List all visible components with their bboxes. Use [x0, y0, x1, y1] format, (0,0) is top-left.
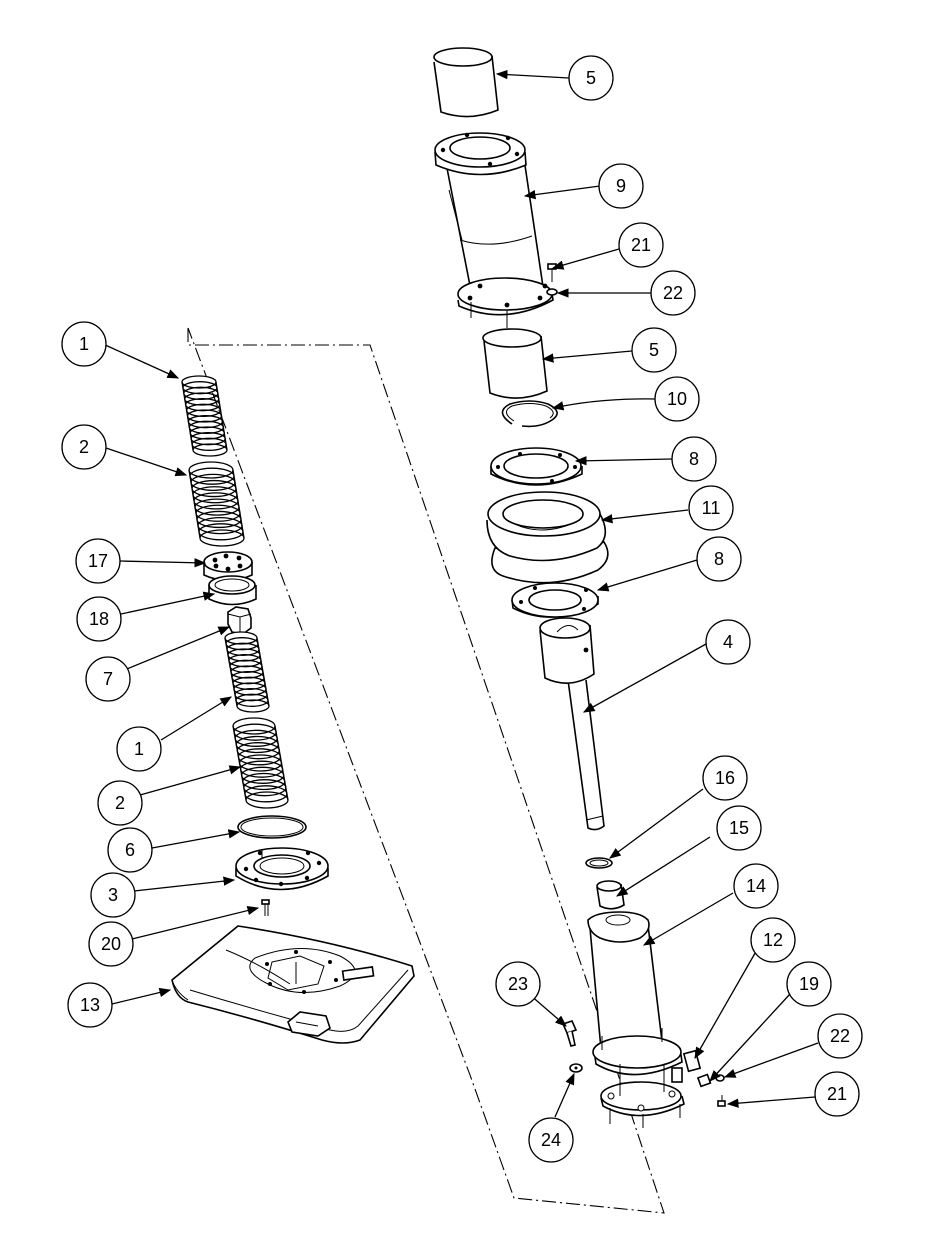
svg-text:5: 5: [649, 340, 659, 360]
callout-18: 18: [76, 596, 122, 642]
callout-22-lower: 22: [817, 1013, 863, 1059]
ring-part-18: [208, 575, 257, 606]
callout-1-upper: 1: [61, 321, 107, 367]
callout-8-lower: 8: [696, 536, 742, 582]
callout-9: 9: [598, 163, 644, 209]
plate-part-8-lower: [511, 582, 599, 618]
callout-20: 20: [88, 921, 134, 967]
upper-spring-2: [188, 461, 245, 547]
callout-19: 19: [786, 961, 832, 1007]
svg-text:13: 13: [80, 995, 100, 1015]
washer-part-24: [569, 1063, 583, 1073]
svg-text:11: 11: [702, 498, 721, 518]
callout-10: 10: [654, 376, 700, 422]
svg-text:2: 2: [79, 437, 89, 457]
upper-spring-1: [181, 375, 228, 457]
callout-21-lower: 21: [814, 1071, 860, 1117]
svg-text:10: 10: [667, 389, 687, 409]
callout-24: 24: [528, 1117, 574, 1163]
callout-12: 12: [750, 917, 796, 963]
svg-text:6: 6: [125, 840, 135, 860]
callout-22-upper: 22: [650, 270, 696, 316]
o-ring-part-6: [237, 815, 307, 839]
bushing-part-5-lower: [482, 328, 548, 399]
svg-text:16: 16: [715, 768, 735, 788]
svg-text:24: 24: [541, 1130, 561, 1150]
hex-nut-part-7: [227, 606, 252, 635]
bolt-part-21-upper: [547, 263, 557, 282]
callout-15: 15: [716, 805, 762, 851]
callout-21-upper: 21: [618, 222, 664, 268]
svg-text:18: 18: [89, 609, 109, 629]
callout-13: 13: [67, 982, 113, 1028]
svg-text:23: 23: [508, 974, 528, 994]
svg-text:19: 19: [799, 974, 819, 994]
callout-16: 16: [702, 755, 748, 801]
callout-1-lower: 1: [116, 726, 162, 772]
bushing-part-5-top: [433, 47, 499, 118]
callout-8-upper: 8: [671, 436, 717, 482]
callout-23: 23: [495, 961, 541, 1007]
plate-part-8-upper: [490, 447, 583, 486]
callout-7: 7: [85, 656, 131, 702]
housing-tube-part-9: [434, 132, 554, 328]
svg-text:22: 22: [663, 283, 683, 303]
assembly-boundary-line: [187, 327, 665, 1214]
screw-part-20: [261, 899, 270, 916]
svg-text:2: 2: [115, 793, 125, 813]
shaft-part-4: [539, 617, 605, 831]
svg-text:15: 15: [729, 818, 749, 838]
callout-11: 11: [688, 485, 734, 531]
svg-text:17: 17: [88, 551, 108, 571]
svg-text:5: 5: [586, 68, 596, 88]
bellows-part-11: [486, 491, 609, 584]
svg-text:14: 14: [746, 876, 766, 896]
svg-text:4: 4: [723, 632, 733, 652]
washer-part-22-lower: [715, 1074, 725, 1082]
base-plate-part-13: [171, 925, 415, 1044]
callout-3: 3: [90, 872, 136, 918]
svg-text:1: 1: [79, 334, 89, 354]
washer-part-22-upper: [546, 288, 558, 296]
callout-4: 4: [705, 619, 751, 665]
svg-text:8: 8: [714, 549, 724, 569]
svg-text:21: 21: [631, 235, 651, 255]
svg-text:7: 7: [103, 669, 113, 689]
svg-text:9: 9: [616, 176, 626, 196]
callout-5-lower: 5: [631, 327, 677, 373]
leader-lines: [102, 69, 819, 1118]
callout-17: 17: [75, 538, 121, 584]
callout-2-lower: 2: [97, 780, 143, 826]
callout-6: 6: [107, 827, 153, 873]
svg-text:1: 1: [134, 739, 144, 759]
callout-5-top: 5: [568, 55, 614, 101]
flange-part-3: [235, 847, 329, 891]
svg-text:8: 8: [689, 449, 699, 469]
fitting-part-19: [696, 1073, 712, 1088]
svg-text:3: 3: [108, 885, 118, 905]
svg-text:20: 20: [101, 934, 121, 954]
callout-2-upper: 2: [61, 424, 107, 470]
svg-text:22: 22: [830, 1026, 850, 1046]
lower-spring-2: [232, 717, 289, 809]
bolt-part-21-lower: [717, 1095, 726, 1107]
lower-spring-1: [224, 631, 270, 713]
ring-part-16: [585, 857, 613, 869]
svg-text:12: 12: [763, 930, 783, 950]
svg-text:21: 21: [827, 1084, 847, 1104]
lower-housing-part-14: [587, 911, 685, 1128]
callout-14: 14: [733, 863, 779, 909]
snap-ring-part-10: [501, 400, 558, 428]
